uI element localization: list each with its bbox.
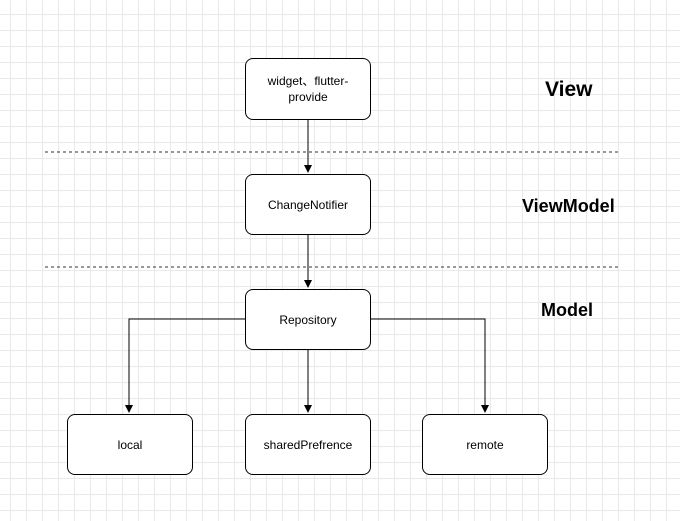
local-node: local (67, 414, 193, 475)
shared-prefrence-node: sharedPrefrence (245, 414, 371, 475)
layer-label-view: View (545, 78, 593, 101)
repository-node: Repository (245, 289, 371, 350)
layer-label-viewmodel: ViewModel (522, 196, 615, 216)
remote-node: remote (422, 414, 548, 475)
arrow-repository-to-local (125, 318, 246, 413)
view-node: widget、flutter-provide (245, 58, 371, 120)
arrow-repository-to-remote (368, 318, 489, 413)
layer-label-model: Model (541, 300, 593, 320)
viewmodel-node: ChangeNotifier (245, 174, 371, 235)
